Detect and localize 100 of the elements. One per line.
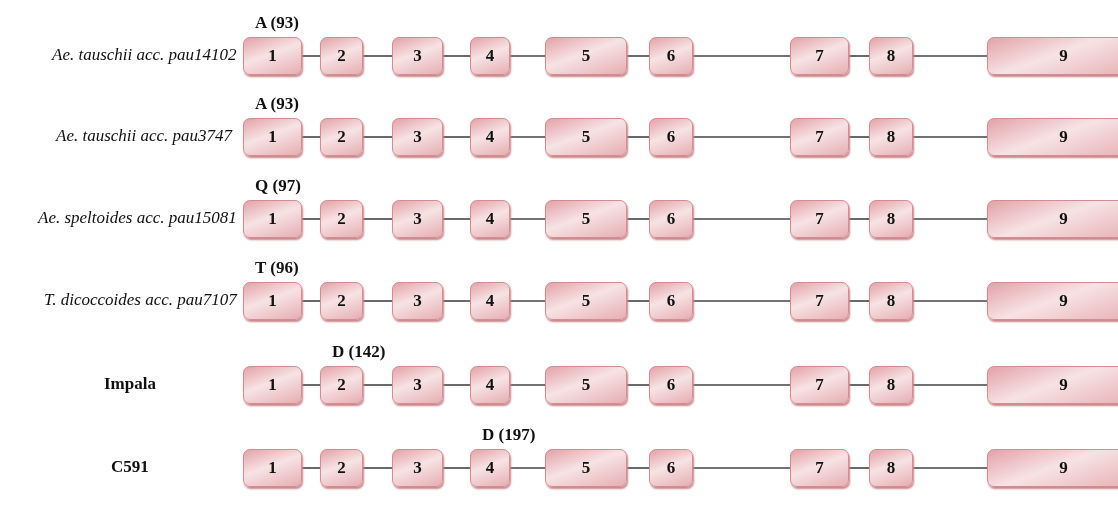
intron-line	[442, 55, 471, 57]
mutation-label: D (197)	[482, 425, 536, 445]
exon-box: 3	[392, 37, 443, 75]
intron-line	[362, 300, 393, 302]
intron-line	[692, 467, 791, 469]
intron-line	[692, 384, 791, 386]
exon-box: 3	[392, 366, 443, 404]
row-label: Ae. speltoides acc. pau15081	[38, 208, 237, 228]
intron-line	[442, 467, 471, 469]
intron-line	[442, 218, 471, 220]
mutation-label: A (93)	[255, 94, 299, 114]
intron-line	[912, 55, 988, 57]
exon-box: 1	[243, 118, 302, 156]
exon-box: 7	[790, 200, 849, 238]
exon-box: 4	[470, 200, 510, 238]
exon-box: 8	[869, 282, 913, 320]
intron-line	[848, 55, 870, 57]
exon-box: 1	[243, 449, 302, 487]
exon-box: 9	[987, 282, 1118, 320]
intron-line	[301, 384, 321, 386]
mutation-label: T (96)	[255, 258, 299, 278]
intron-line	[912, 300, 988, 302]
exon-box: 2	[320, 200, 363, 238]
exon-box: 5	[545, 37, 627, 75]
intron-line	[626, 136, 650, 138]
exon-box: 1	[243, 366, 302, 404]
intron-line	[301, 218, 321, 220]
intron-line	[626, 218, 650, 220]
intron-line	[362, 384, 393, 386]
exon-box: 6	[649, 37, 693, 75]
exon-box: 9	[987, 37, 1118, 75]
intron-line	[848, 136, 870, 138]
intron-line	[848, 384, 870, 386]
intron-line	[626, 300, 650, 302]
intron-line	[509, 218, 546, 220]
intron-line	[848, 300, 870, 302]
exon-box: 3	[392, 200, 443, 238]
intron-line	[509, 467, 546, 469]
exon-box: 9	[987, 449, 1118, 487]
intron-line	[509, 300, 546, 302]
exon-box: 6	[649, 282, 693, 320]
intron-line	[362, 467, 393, 469]
exon-box: 5	[545, 449, 627, 487]
intron-line	[362, 136, 393, 138]
intron-line	[692, 136, 791, 138]
exon-box: 6	[649, 449, 693, 487]
exon-box: 5	[545, 118, 627, 156]
intron-line	[626, 384, 650, 386]
exon-box: 7	[790, 282, 849, 320]
exon-box: 4	[470, 37, 510, 75]
exon-box: 3	[392, 449, 443, 487]
exon-box: 5	[545, 282, 627, 320]
intron-line	[626, 467, 650, 469]
intron-line	[509, 384, 546, 386]
exon-box: 9	[987, 118, 1118, 156]
row-label: T. dicoccoides acc. pau7107	[44, 290, 237, 310]
exon-box: 6	[649, 200, 693, 238]
intron-line	[692, 300, 791, 302]
intron-line	[301, 136, 321, 138]
exon-box: 8	[869, 37, 913, 75]
row-label: Ae. tauschii acc. pau3747	[56, 126, 233, 146]
intron-line	[509, 55, 546, 57]
intron-line	[912, 136, 988, 138]
exon-box: 2	[320, 282, 363, 320]
exon-box: 5	[545, 200, 627, 238]
exon-box: 6	[649, 118, 693, 156]
intron-line	[848, 467, 870, 469]
exon-box: 2	[320, 118, 363, 156]
mutation-label: D (142)	[332, 342, 386, 362]
exon-box: 9	[987, 200, 1118, 238]
mutation-label: Q (97)	[255, 176, 301, 196]
intron-line	[912, 218, 988, 220]
exon-box: 8	[869, 366, 913, 404]
exon-box: 3	[392, 118, 443, 156]
exon-box: 3	[392, 282, 443, 320]
exon-box: 1	[243, 200, 302, 238]
row-label: C591	[111, 457, 149, 477]
intron-line	[848, 218, 870, 220]
intron-line	[301, 467, 321, 469]
intron-line	[912, 384, 988, 386]
exon-box: 7	[790, 366, 849, 404]
intron-line	[362, 218, 393, 220]
intron-line	[362, 55, 393, 57]
intron-line	[301, 300, 321, 302]
exon-box: 6	[649, 366, 693, 404]
intron-line	[912, 467, 988, 469]
intron-line	[301, 55, 321, 57]
intron-line	[692, 218, 791, 220]
exon-box: 4	[470, 118, 510, 156]
intron-line	[509, 136, 546, 138]
intron-line	[626, 55, 650, 57]
intron-line	[442, 136, 471, 138]
exon-box: 4	[470, 282, 510, 320]
exon-box: 8	[869, 200, 913, 238]
exon-box: 2	[320, 449, 363, 487]
exon-box: 4	[470, 366, 510, 404]
exon-box: 2	[320, 366, 363, 404]
exon-box: 1	[243, 37, 302, 75]
exon-box: 7	[790, 37, 849, 75]
exon-box: 5	[545, 366, 627, 404]
